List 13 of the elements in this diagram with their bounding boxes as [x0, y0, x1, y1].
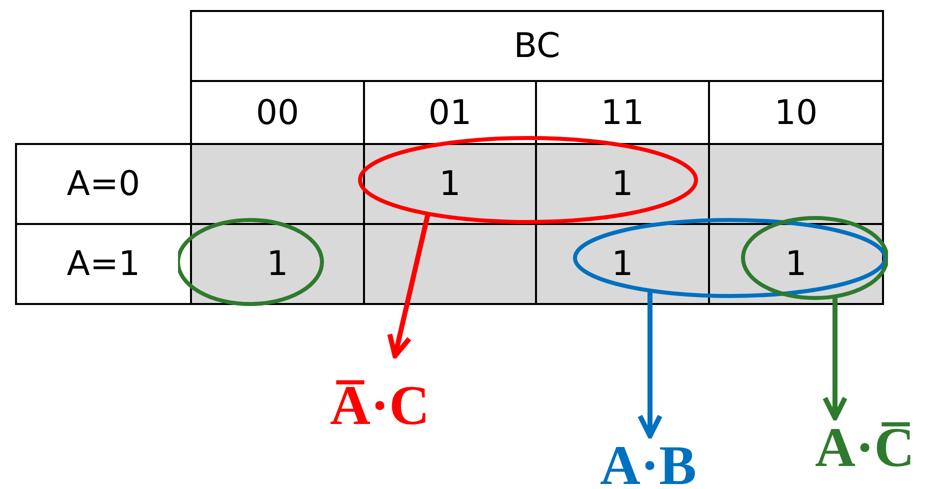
arrow: [638, 290, 662, 438]
grouping-loop: [178, 218, 324, 306]
column-group-label: BC: [190, 10, 884, 82]
grouping-loop: [358, 136, 698, 224]
boolean-expression: A̅·C: [330, 378, 430, 434]
map-cell: 1: [535, 223, 710, 305]
grouping-loop: [573, 218, 887, 298]
arrow: [387, 213, 430, 358]
map-cell: 1: [190, 223, 365, 305]
grouping-loop: [741, 216, 888, 300]
boolean-expression: A·B: [600, 438, 696, 489]
boolean-expression: A·C̅: [815, 420, 915, 476]
arrow: [822, 296, 848, 420]
